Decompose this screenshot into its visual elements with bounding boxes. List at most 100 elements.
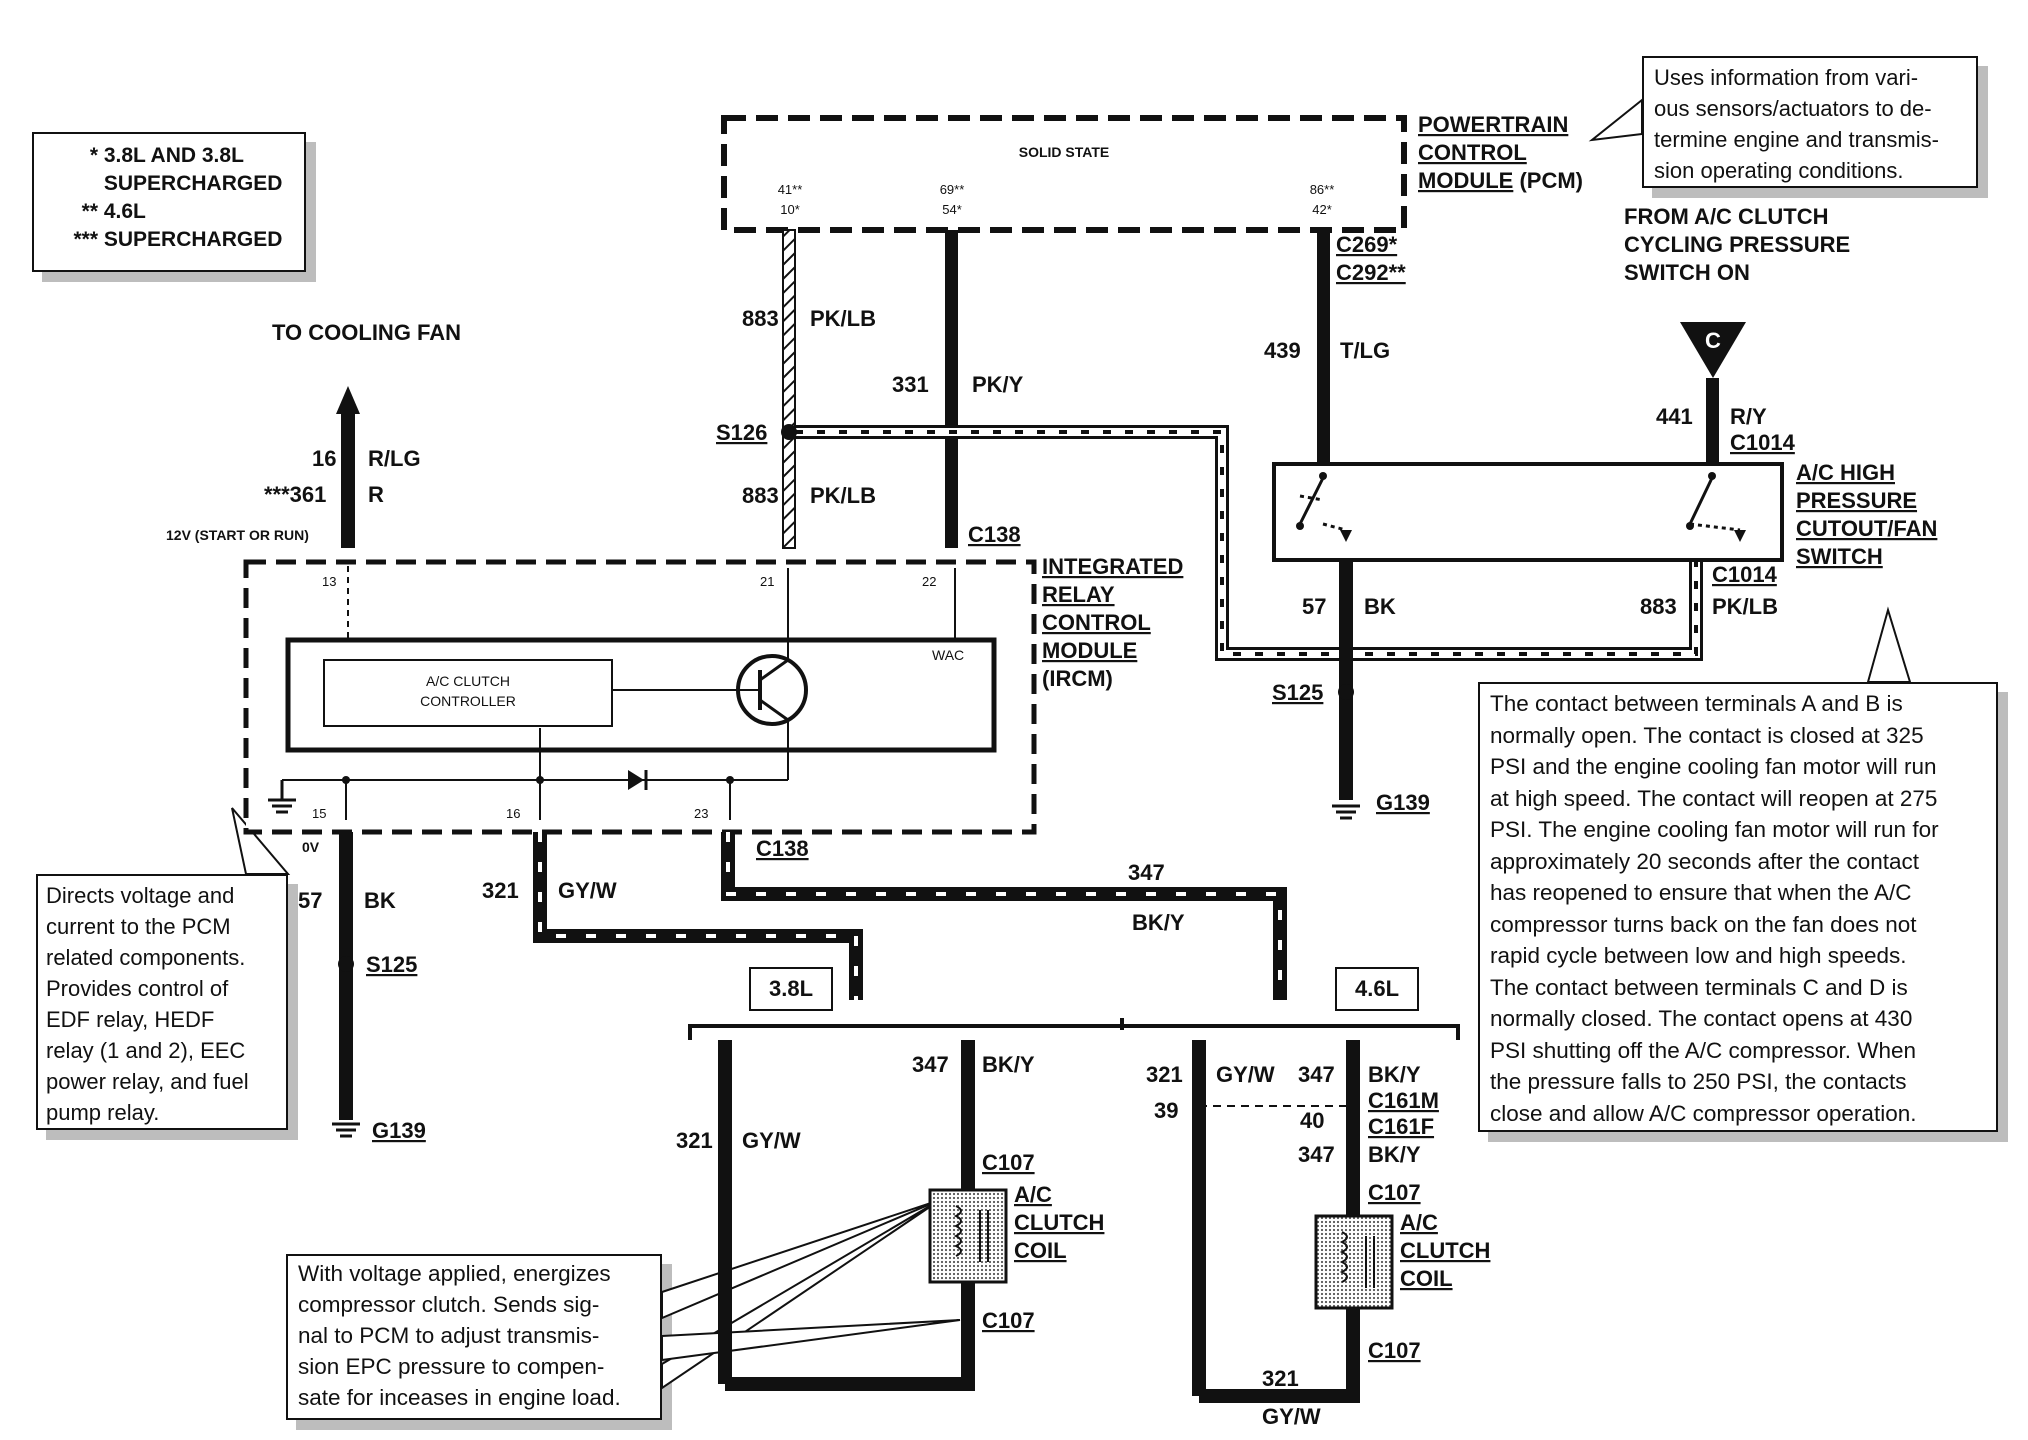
wac-label: WAC <box>932 647 964 663</box>
circuit-number: 883 <box>742 306 779 331</box>
cooling-fan-output: TO COOLING FAN 16 R/LG ***361 R 12V (STA… <box>166 320 461 548</box>
circuit-number: ***361 <box>264 482 326 507</box>
circuit-number: 883 <box>1640 594 1677 619</box>
diode-icon <box>628 770 644 790</box>
ground-icon <box>1332 804 1360 820</box>
pin-label: 13 <box>322 574 336 589</box>
connector-label: C107 <box>1368 1338 1421 1363</box>
pcm-title: MODULE (PCM) <box>1418 168 1583 193</box>
arrow-up-icon <box>336 386 360 414</box>
circuit-number: 439 <box>1264 338 1301 363</box>
connector-label: C161F <box>1368 1114 1434 1139</box>
pcm-note: Uses information from vari- ous sensors/… <box>1642 56 1978 188</box>
circuit-color: GY/W <box>742 1128 801 1153</box>
ircm-note: Directs voltage and current to the PCM r… <box>36 874 288 1130</box>
ircm-title: MODULE <box>1042 638 1137 663</box>
coil-title: CLUTCH <box>1014 1210 1104 1235</box>
pressure-switch: A/C HIGH PRESSURE CUTOUT/FAN SWITCH <box>1272 460 1937 569</box>
connector-label: C138 <box>756 836 809 861</box>
connector-label: C107 <box>982 1308 1035 1333</box>
connector-label: C1014 <box>1730 430 1796 455</box>
coil-note: With voltage applied, energizes compress… <box>286 1254 662 1420</box>
wire-57-switch: 57 BK S125 G139 <box>1272 560 1430 820</box>
circuit-color: BK <box>364 888 396 913</box>
circuit-number: 347 <box>1298 1062 1335 1087</box>
source-tag: C <box>1705 328 1721 353</box>
voltage-label: 0V <box>302 839 320 855</box>
legend-row: ** 4.6L <box>81 200 146 223</box>
pcm-title: POWERTRAIN <box>1418 112 1568 137</box>
wire-331: 331 PK/Y <box>892 230 1024 548</box>
coil-title: CLUTCH <box>1400 1238 1490 1263</box>
ircm-title: CONTROL <box>1042 610 1151 635</box>
pcm-pin-label: 86** <box>1310 182 1335 197</box>
fan-label: TO COOLING FAN <box>272 320 461 345</box>
circuit-number: 321 <box>482 878 519 903</box>
ground-label: G139 <box>372 1118 426 1143</box>
connector-label: C1014 <box>1712 562 1778 587</box>
circuit-color: GY/W <box>558 878 617 903</box>
circuit-color: BK/Y <box>1132 910 1185 935</box>
splice-s126: S126 <box>716 420 1703 661</box>
circuit-color: GY/W <box>1262 1404 1321 1429</box>
circuit-color: GY/W <box>1216 1062 1275 1087</box>
wire-347: C138 347 BK/Y <box>721 832 1287 1000</box>
circuit-number: 321 <box>676 1128 713 1153</box>
engine-label: 3.8L <box>769 976 813 1001</box>
ircm-title: (IRCM) <box>1042 666 1113 691</box>
pcm-inner-label: SOLID STATE <box>1019 144 1109 160</box>
connector-label: C161M <box>1368 1088 1439 1113</box>
switch-title: PRESSURE <box>1796 488 1917 513</box>
pcm-module: SOLID STATE 41** 10* 69** 54* 86** 42* P… <box>721 112 1583 233</box>
connector-label: C138 <box>968 522 1021 547</box>
pcm-pin-label: 42* <box>1312 202 1332 217</box>
ircm-module: A/C CLUTCH CONTROLLER WAC 13 21 22 <box>243 522 1183 855</box>
circuit-color: BK/Y <box>982 1052 1035 1077</box>
wire-57-ircm: 57 BK S125 G139 <box>298 832 426 1143</box>
connector-label: C269* <box>1336 232 1398 257</box>
branch-3-8l: 321 GY/W 347 BK/Y C107 A/C CLUTCH COIL C… <box>676 1040 1104 1391</box>
switch-note: The contact between terminals A and B is… <box>1478 682 1998 1132</box>
circuit-color: R <box>368 482 384 507</box>
coil-icon <box>928 1188 1008 1284</box>
circuit-number: 883 <box>742 483 779 508</box>
wire-883: 883 PK/LB 883 PK/LB <box>742 229 876 549</box>
wire-439: C269* C292** 439 T/LG <box>1264 230 1406 464</box>
source-label: FROM A/C CLUTCH <box>1624 204 1829 229</box>
ground-icon <box>332 1122 360 1138</box>
ground-label: G139 <box>1376 790 1430 815</box>
switch-title: CUTOUT/FAN <box>1796 516 1937 541</box>
circuit-color: PK/LB <box>1712 594 1778 619</box>
splice-label: S125 <box>1272 680 1323 705</box>
splice-label: S126 <box>716 420 767 445</box>
circuit-number: 57 <box>1302 594 1326 619</box>
connector-label: C107 <box>1368 1180 1421 1205</box>
source-label: SWITCH ON <box>1624 260 1750 285</box>
coil-title: COIL <box>1400 1266 1453 1291</box>
ircm-title: RELAY <box>1042 582 1115 607</box>
pin-label: 15 <box>312 806 326 821</box>
circuit-number: 57 <box>298 888 322 913</box>
pcm-pin-label: 10* <box>780 202 800 217</box>
ground-icon <box>268 780 296 814</box>
coil-title: COIL <box>1014 1238 1067 1263</box>
pcm-title: CONTROL <box>1418 140 1527 165</box>
circuit-number: 331 <box>892 372 929 397</box>
controller-label: CONTROLLER <box>420 693 516 709</box>
controller-label: A/C CLUTCH <box>426 673 510 689</box>
circuit-number: 40 <box>1300 1108 1324 1133</box>
circuit-color: BK/Y <box>1368 1142 1421 1167</box>
pcm-pin-label: 69** <box>940 182 965 197</box>
circuit-number: 347 <box>1298 1142 1335 1167</box>
supply-label: 12V (START OR RUN) <box>166 527 309 543</box>
pcm-pin-label: 41** <box>778 182 803 197</box>
switch-title: A/C HIGH <box>1796 460 1895 485</box>
pin-label: 22 <box>922 574 936 589</box>
legend-row: SUPERCHARGED <box>103 172 283 195</box>
wire-883-switch: C1014 883 PK/LB <box>1640 562 1778 619</box>
pin-label: 16 <box>506 806 520 821</box>
circuit-number: 321 <box>1146 1062 1183 1087</box>
circuit-color: BK <box>1364 594 1396 619</box>
engine-label: 4.6L <box>1355 976 1399 1001</box>
